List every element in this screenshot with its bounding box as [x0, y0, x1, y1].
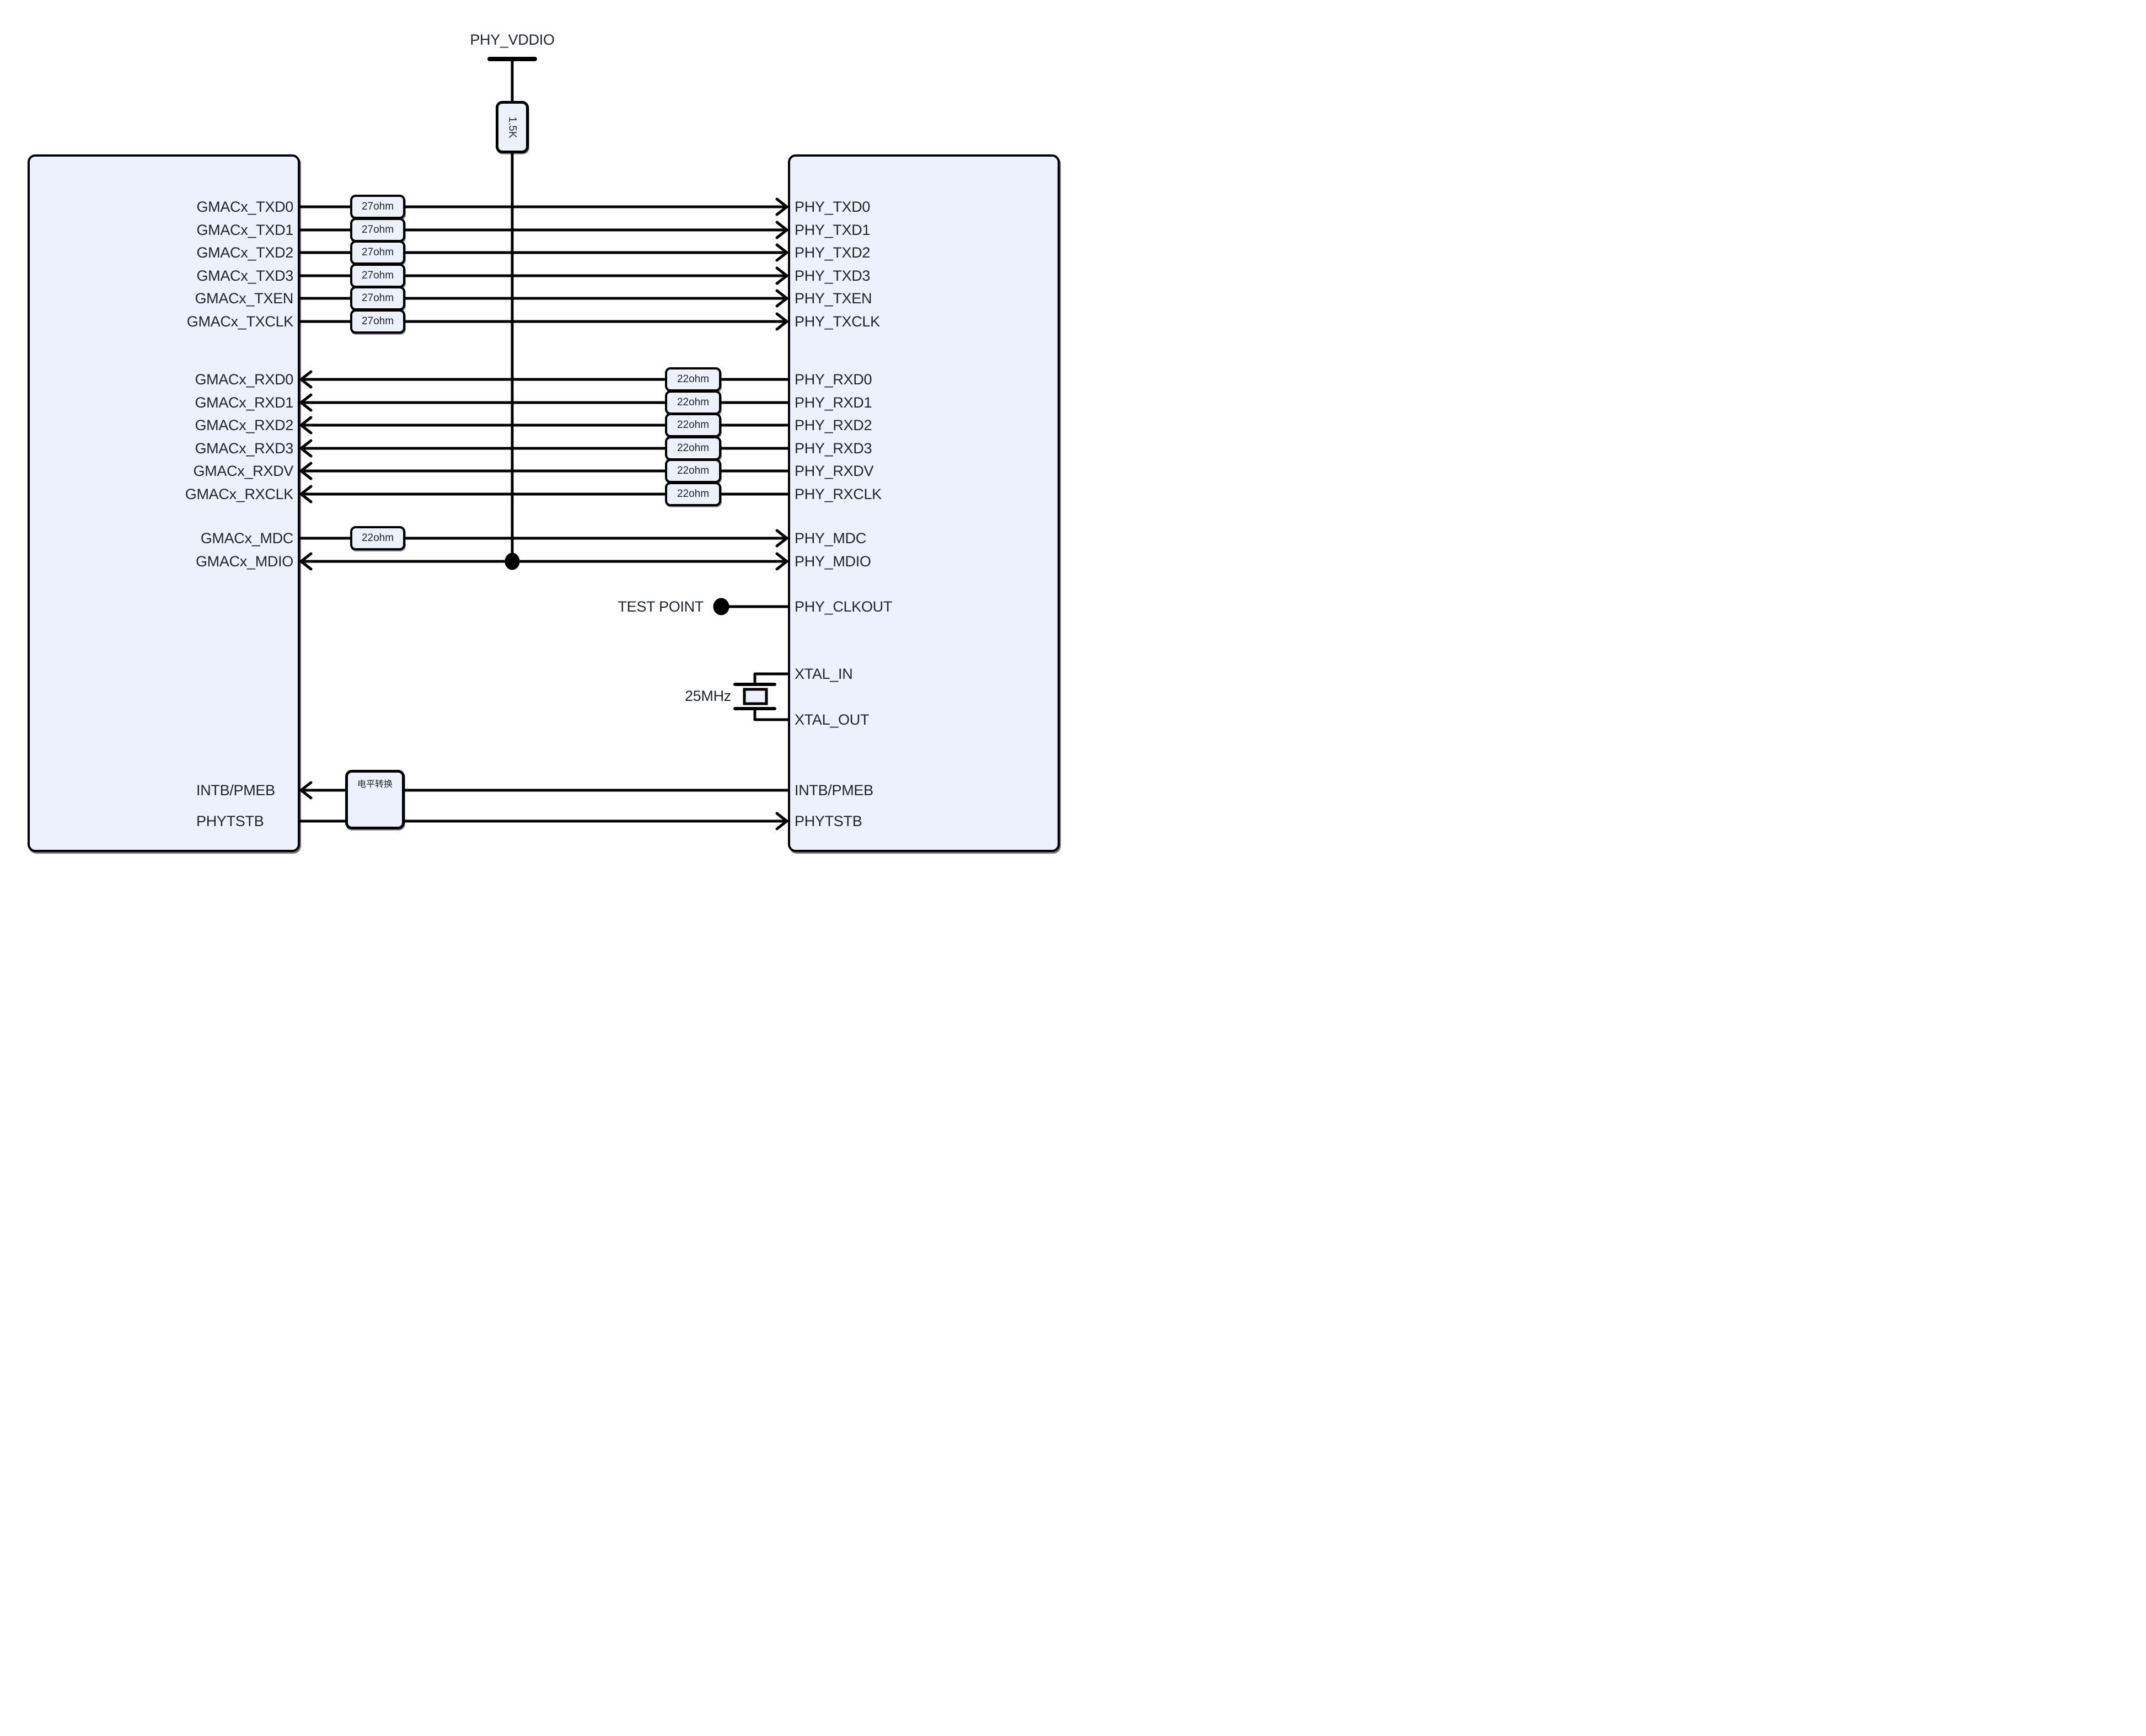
pin-label-phy-txd1: PHY_TXD1	[795, 222, 871, 238]
tx-resistor: 27ohm	[350, 218, 405, 242]
pin-label-phytstb-right: PHYTSTB	[795, 813, 862, 829]
pullup-resistor: 1.5K	[496, 101, 529, 153]
pin-label-phy-rxd2: PHY_RXD2	[795, 417, 872, 433]
resistor-value: 22ohm	[677, 373, 710, 385]
phy-box	[788, 154, 1060, 852]
resistor-value: 27ohm	[361, 270, 394, 281]
power-net-label: PHY_VDDIO	[470, 31, 555, 48]
pin-label-phy-txd3: PHY_TXD3	[795, 267, 871, 284]
tx-resistor: 27ohm	[350, 195, 405, 219]
resistor-value: 22ohm	[677, 465, 710, 476]
wire-layer	[298, 57, 790, 831]
pin-label-phy-rxdv: PHY_RXDV	[795, 463, 874, 479]
mdc-mdio-wires	[298, 529, 790, 571]
test-point-dot	[713, 598, 729, 615]
crystal-circuit	[733, 672, 790, 721]
resistor-value: 22ohm	[361, 532, 394, 544]
pin-label-phy-txclk: PHY_TXCLK	[795, 313, 880, 330]
pin-label-gmacx-rxd2: GMACx_RXD2	[195, 417, 293, 433]
gmac-box	[28, 154, 300, 852]
mdio-junction-dot	[505, 553, 520, 570]
pin-label-phy-rxd0: PHY_RXD0	[795, 371, 872, 388]
resistor-value: 22ohm	[677, 488, 710, 500]
pin-label-gmacx-rxclk: GMACx_RXCLK	[185, 486, 294, 502]
pin-label-gmacx-txd0: GMACx_TXD0	[196, 199, 293, 215]
rx-resistor: 22ohm	[665, 367, 721, 392]
pin-label-phy-rxd1: PHY_RXD1	[795, 394, 872, 411]
pin-label-phy-clkout: PHY_CLKOUT	[795, 598, 893, 615]
pin-label-phy-txd2: PHY_TXD2	[795, 244, 871, 261]
pin-label-phy-txen: PHY_TXEN	[795, 290, 872, 307]
mdc-resistor: 22ohm	[350, 526, 405, 550]
pin-label-gmacx-txd3: GMACx_TXD3	[196, 267, 293, 284]
test-point-wire	[713, 598, 790, 615]
rx-resistor: 22ohm	[665, 390, 721, 415]
rx-resistor: 22ohm	[665, 413, 721, 437]
resistor-value: 22ohm	[677, 419, 710, 431]
pin-label-gmacx-mdio: GMACx_MDIO	[195, 553, 293, 570]
pin-label-gmacx-txclk: GMACx_TXCLK	[186, 313, 294, 330]
pin-label-gmacx-rxd0: GMACx_RXD0	[195, 371, 293, 388]
pin-label-gmacx-rxd3: GMACx_RXD3	[195, 440, 293, 457]
pin-label-phy-txd0: PHY_TXD0	[795, 199, 871, 215]
rx-resistor: 22ohm	[665, 436, 721, 460]
resistor-value: 22ohm	[677, 442, 710, 454]
resistor-value: 27ohm	[361, 247, 394, 258]
pin-label-phy-mdio: PHY_MDIO	[795, 553, 871, 570]
level-shifter-label: 电平转换	[357, 780, 393, 789]
tx-resistor: 27ohm	[350, 309, 405, 334]
bottom-wires	[298, 781, 790, 831]
pin-label-intb-pmeb-right: INTB/PMEB	[795, 782, 873, 799]
schematic-canvas: 1.5K 27ohm 27ohm 27ohm 27ohm 27ohm 27ohm…	[0, 0, 1073, 868]
pin-label-gmacx-mdc: GMACx_MDC	[200, 530, 294, 546]
resistor-value: 27ohm	[361, 201, 394, 212]
crystal-body	[743, 688, 768, 705]
pin-label-gmacx-txd1: GMACx_TXD1	[196, 222, 293, 238]
pullup-resistor-value: 1.5K	[507, 116, 518, 138]
level-shifter-box: 电平转换	[345, 770, 405, 829]
test-point-label: TEST POINT	[618, 598, 704, 615]
pin-label-phy-rxd3: PHY_RXD3	[795, 440, 872, 457]
resistor-value: 27ohm	[361, 292, 394, 304]
pin-label-intb-pmeb-left: INTB/PMEB	[196, 782, 275, 799]
pin-label-xtal-in: XTAL_IN	[795, 666, 853, 682]
pin-label-phy-rxclk: PHY_RXCLK	[795, 486, 882, 502]
pin-label-gmacx-txd2: GMACx_TXD2	[196, 244, 293, 261]
tx-resistor: 27ohm	[350, 286, 405, 310]
tx-resistor: 27ohm	[350, 264, 405, 288]
rx-wires	[298, 370, 790, 503]
resistor-value: 27ohm	[361, 315, 394, 327]
pin-label-gmacx-rxdv: GMACx_RXDV	[193, 463, 293, 479]
resistor-value: 27ohm	[361, 224, 394, 235]
pin-label-xtal-out: XTAL_OUT	[795, 711, 870, 728]
pin-label-phy-mdc: PHY_MDC	[795, 530, 866, 546]
pin-label-phytstb-left: PHYTSTB	[196, 813, 264, 829]
rx-resistor: 22ohm	[665, 482, 721, 506]
pin-label-gmacx-rxd1: GMACx_RXD1	[195, 394, 293, 411]
crystal-freq-label: 25MHz	[684, 688, 731, 704]
rx-resistor: 22ohm	[665, 459, 721, 483]
tx-wires	[298, 197, 790, 331]
resistor-value: 22ohm	[677, 397, 710, 408]
tx-resistor: 27ohm	[350, 240, 405, 265]
pin-label-gmacx-txen: GMACx_TXEN	[195, 290, 293, 307]
